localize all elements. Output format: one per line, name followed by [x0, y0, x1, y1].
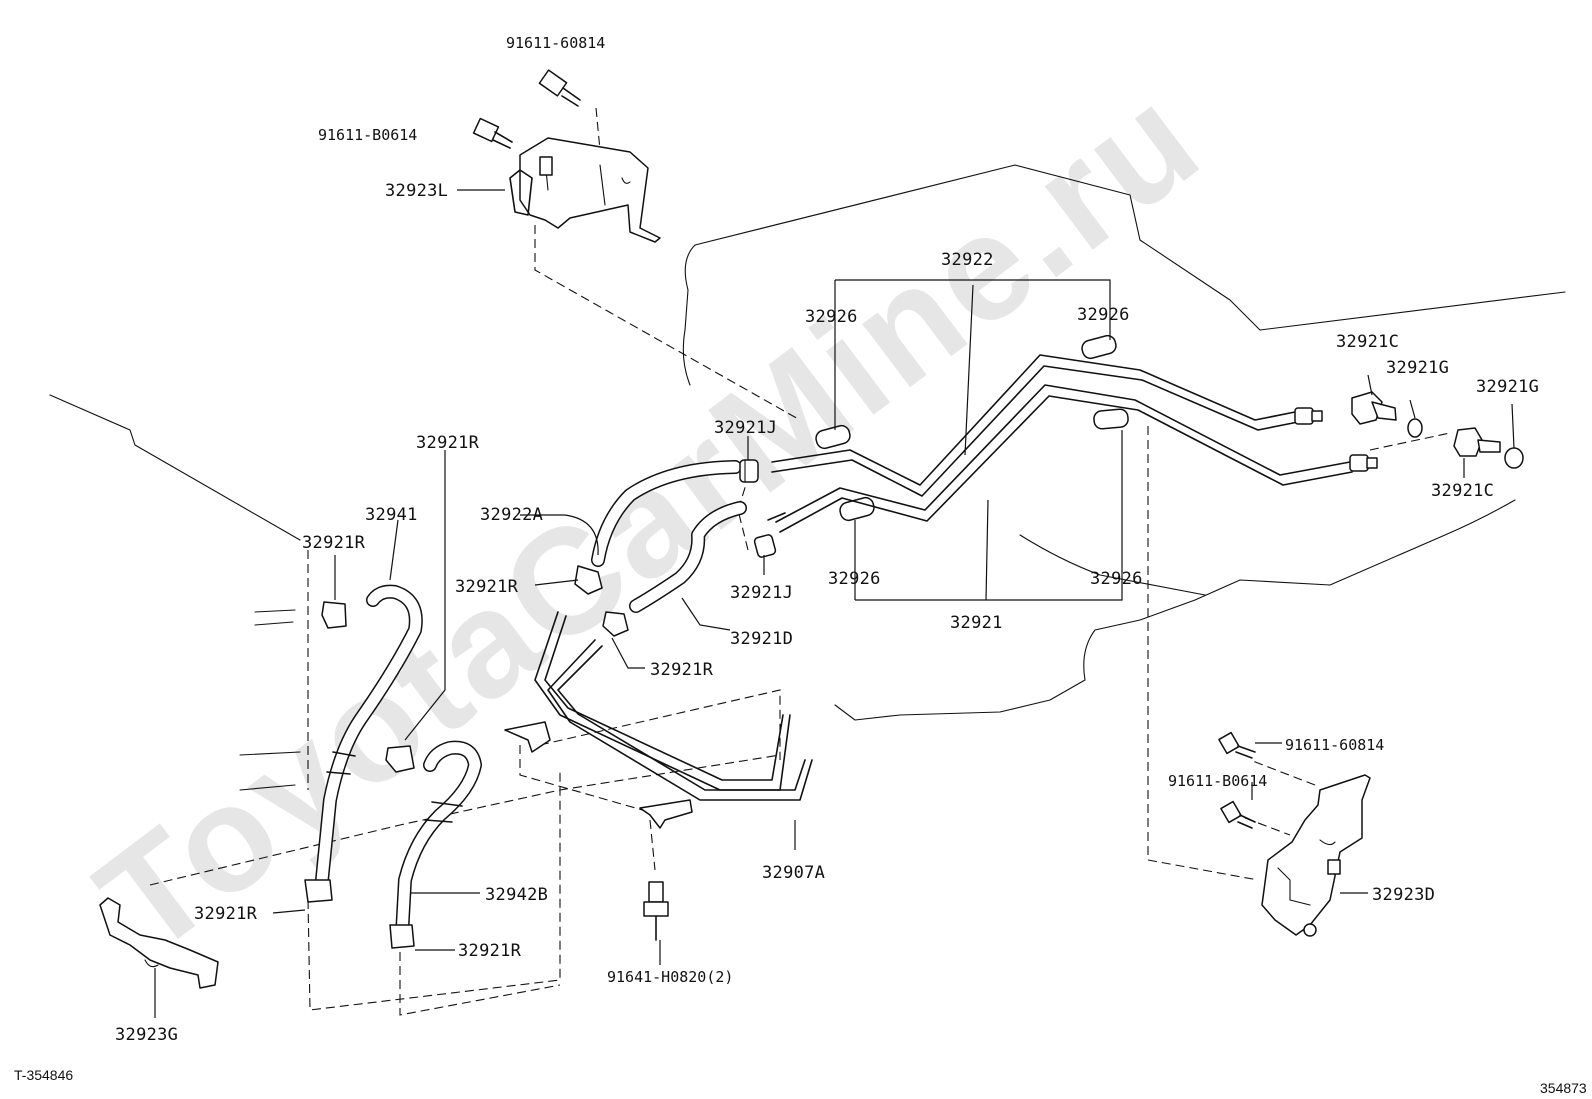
label-32921[interactable]: 32921 — [950, 613, 1003, 633]
gasket-32921G-upper — [1407, 418, 1423, 438]
label-32921R-lower-right[interactable]: 32921R — [458, 941, 522, 961]
clamp-32921R-lower-right — [389, 924, 415, 949]
clamp-32921R-middle — [385, 745, 415, 773]
label-32921R-hose-b[interactable]: 32921R — [650, 660, 714, 680]
sleeve-32926-right-bottom — [1093, 408, 1129, 430]
engine-outline — [49, 394, 301, 791]
bolt-91611-60814-top — [538, 69, 581, 107]
bolt-91611-60814-bottom — [1218, 731, 1256, 759]
part-labels: 91611-60814 91611-B0614 32923L 32922 329… — [115, 34, 1539, 1045]
transmission-outline — [682, 164, 1566, 721]
label-32941[interactable]: 32941 — [365, 505, 418, 525]
pipe-32921 — [775, 384, 1378, 533]
bracket-32923G — [99, 897, 219, 989]
label-32921J-top[interactable]: 32921J — [714, 418, 777, 438]
hose-32921D — [629, 501, 786, 613]
bolt-91611-B0614-bottom — [1220, 800, 1256, 829]
label-32921J-bottom[interactable]: 32921J — [730, 583, 793, 603]
label-32942B[interactable]: 32942B — [485, 885, 548, 905]
label-32921R-upper-left[interactable]: 32921R — [302, 533, 366, 553]
label-91611-60814-top[interactable]: 91611-60814 — [506, 34, 605, 52]
clamp-32921R-hose-a — [574, 565, 603, 595]
watermark: ToyotaCarMine.ru — [68, 52, 1230, 985]
gasket-32921G-lower — [1504, 447, 1524, 469]
label-32921D[interactable]: 32921D — [730, 629, 793, 649]
label-91611-B0614-top[interactable]: 91611-B0614 — [318, 126, 417, 144]
label-32926-right-top[interactable]: 32926 — [1077, 305, 1130, 325]
diagram-code-right: 354873 — [1540, 1080, 1587, 1096]
union-32921C-upper — [1351, 391, 1397, 425]
label-32921G-lower[interactable]: 32921G — [1476, 377, 1539, 397]
bracket-32923D — [1261, 774, 1371, 937]
bolt-91641-H0820 — [643, 881, 669, 941]
hose-32922A — [591, 460, 742, 567]
label-32921C-upper[interactable]: 32921C — [1336, 332, 1399, 352]
clamp-32921J-top — [739, 459, 759, 483]
diagram-code-left: T-354846 — [14, 1067, 73, 1083]
label-91641-H0820[interactable]: 91641-H0820(2) — [607, 968, 733, 986]
sleeve-32926-left-bottom — [839, 496, 875, 522]
sleeve-32926-left-top — [815, 424, 851, 450]
clamp-32921R-lower-left — [304, 879, 333, 903]
label-91611-60814-bottom[interactable]: 91611-60814 — [1285, 736, 1384, 754]
leader-lines — [154, 189, 1515, 1018]
label-32907A[interactable]: 32907A — [762, 863, 825, 883]
hose-32942B — [395, 740, 482, 942]
bracket-32923L — [509, 137, 661, 243]
label-32923L[interactable]: 32923L — [385, 181, 448, 201]
label-32921R-hose-a[interactable]: 32921R — [455, 577, 519, 597]
clamp-32921R-hose-b — [602, 611, 629, 637]
label-32921C-lower[interactable]: 32921C — [1431, 481, 1494, 501]
clamp-32921R-upper-left — [321, 601, 347, 629]
union-32921C-lower — [1453, 427, 1501, 457]
label-32921R-top[interactable]: 32921R — [416, 433, 480, 453]
clamp-32921J-bottom — [753, 534, 777, 558]
label-32926-left-bottom[interactable]: 32926 — [828, 569, 881, 589]
pipe-32907A — [504, 611, 813, 829]
label-32921G-upper[interactable]: 32921G — [1386, 358, 1449, 378]
sleeve-32926-right-top — [1081, 334, 1117, 360]
pipe-32922 — [771, 354, 1323, 497]
label-91611-B0614-bottom[interactable]: 91611-B0614 — [1168, 772, 1267, 790]
label-32921R-lower-left[interactable]: 32921R — [194, 904, 258, 924]
label-32922A[interactable]: 32922A — [480, 505, 543, 525]
bolt-91611-B0614-top — [472, 117, 513, 149]
label-32923D[interactable]: 32923D — [1372, 885, 1435, 905]
label-32923G[interactable]: 32923G — [115, 1025, 178, 1045]
label-32926-right-bottom[interactable]: 32926 — [1090, 569, 1143, 589]
hose-32941 — [315, 584, 423, 887]
label-32926-left-top[interactable]: 32926 — [805, 307, 858, 327]
label-32922[interactable]: 32922 — [941, 250, 994, 270]
